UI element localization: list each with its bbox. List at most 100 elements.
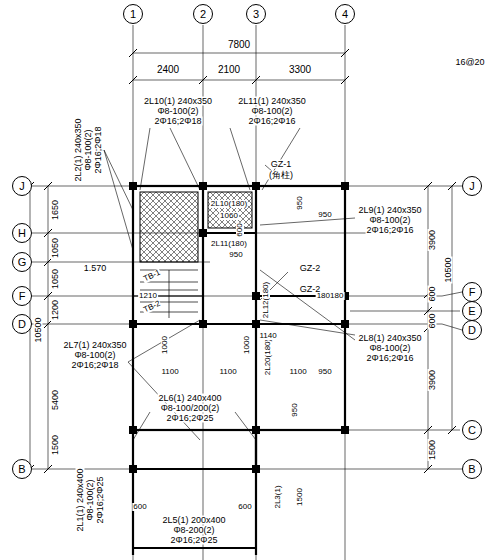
dimension-text: 1100 <box>218 368 237 376</box>
axis-bubble: B <box>12 459 32 479</box>
annotation-label: Φ8-200(2) <box>172 526 215 535</box>
axis-bubble: J <box>462 176 482 196</box>
annotation-label: Φ8-100(2) <box>250 107 293 116</box>
axis-bubble: E <box>462 301 482 321</box>
axis-label: 1 <box>130 9 136 20</box>
dimension-text: 950 <box>317 211 332 219</box>
dimension-text: 1210 <box>138 292 158 300</box>
dimension-text: 950 <box>228 251 243 259</box>
annotation-label: Φ8-100(2) <box>84 128 93 171</box>
annotation-label: 2L11(1) 240x350 <box>237 97 306 106</box>
dimension-text: 950 <box>296 195 304 210</box>
annotation-label: TB-1 <box>142 268 163 283</box>
axis-label: 4 <box>342 9 348 20</box>
annotation-label: 2Φ16;2Φ25 <box>166 414 215 423</box>
dimension-text: 1.570 <box>83 264 108 273</box>
annotation-label: 2L9(1) 240x350 <box>357 206 422 215</box>
axis-label: 3 <box>253 9 259 20</box>
axis-bubble: D <box>12 314 32 334</box>
dimension-text: 600 <box>236 222 244 237</box>
dimension-text: 5400 <box>51 389 60 411</box>
axis-bubble: B <box>462 459 482 479</box>
axis-label: B <box>468 464 475 475</box>
axis-label: B <box>18 464 25 475</box>
axis-label: J <box>469 181 475 192</box>
dimension-text: 1500 <box>296 487 304 507</box>
annotation-label: 2Φ16;2Φ18 <box>71 361 120 370</box>
annotation-label: 2Φ16;2Φ16 <box>366 354 415 363</box>
annotation-label: 2L3(1) <box>274 484 282 509</box>
dimension-text: 3900 <box>428 229 437 251</box>
dimension-text: 950 <box>317 368 332 376</box>
dimension-text: 3900 <box>428 369 437 391</box>
dimension-text: 600 <box>428 312 437 329</box>
dimension-text: 1050 <box>51 237 60 259</box>
axis-label: C <box>468 425 476 436</box>
dimension-text: 10500 <box>444 256 453 283</box>
axis-line <box>32 186 462 187</box>
dimension-text: 1100 <box>160 368 179 376</box>
annotation-label: 2L7(1) 240x350 <box>62 341 127 350</box>
annotation-label: 2L12(180) <box>262 281 270 319</box>
dimension-text: 180180 <box>316 292 345 300</box>
axis-bubble: F <box>12 286 32 306</box>
dimension-text: 2100 <box>217 65 241 75</box>
annotation-label: 2L2(1) 240x350 <box>74 117 83 182</box>
dimension-text: 600 <box>237 503 252 511</box>
axis-bubble: 4 <box>335 4 355 24</box>
dimension-text: 1060 <box>219 212 239 220</box>
dimension-text: 600 <box>428 285 437 302</box>
annotation-label: Φ8-100(2) <box>368 344 411 353</box>
annotation-label: 2Φ16;2Φ25 <box>96 476 105 525</box>
annotation-label: 2Φ16;2Φ18 <box>94 126 103 175</box>
annotation-label: 2L10(1) 240x350 <box>143 97 213 106</box>
dimension-text: 1500 <box>51 434 60 456</box>
axis-label: G <box>18 257 27 268</box>
dimension-text: 600 <box>132 503 147 511</box>
dimension-text: 1140 <box>258 332 277 340</box>
dimension-text: 10500 <box>34 316 43 343</box>
dimension-text: 1000 <box>243 335 251 355</box>
axis-bubble: 2 <box>193 4 213 24</box>
annotation-label: 2L10(180) <box>210 200 248 208</box>
axis-bubble: 3 <box>246 4 266 24</box>
dimension-text: 7800 <box>227 40 251 50</box>
axis-bubble: G <box>12 252 32 272</box>
axis-line <box>32 324 462 330</box>
annotation-label: Φ8-100/200(2) <box>160 404 221 413</box>
dimension-text: 16@20 <box>454 58 485 67</box>
dimension-text: 1100 <box>288 368 307 376</box>
annotation-label: GZ-1 <box>270 160 293 169</box>
annotation-label: 2L5(1) 200x400 <box>161 516 226 525</box>
axis-label: F <box>469 287 476 298</box>
axis-label: E <box>468 306 475 317</box>
annotation-label: Φ8-100(2) <box>368 216 411 225</box>
axis-bubble: H <box>12 223 32 243</box>
axis-bubble: C <box>462 420 482 440</box>
axis-label: D <box>468 325 476 336</box>
axis-label: D <box>18 319 26 330</box>
dimension-text: 1500 <box>428 439 437 461</box>
annotation-label: 2L1(1) 240x400 <box>76 467 85 532</box>
axis-bubble: F <box>462 282 482 302</box>
annotation-label: GZ-2 <box>299 264 322 273</box>
annotation-label: 2L11(180) <box>210 240 248 248</box>
annotation-label: Φ8-100(2) <box>156 107 199 116</box>
axis-label: F <box>19 291 26 302</box>
dimension-text: 1650 <box>51 199 60 221</box>
annotation-label: Φ8-100(2) <box>73 351 116 360</box>
axis-bubble: 1 <box>123 4 143 24</box>
annotation-label: 2Φ16;2Φ16 <box>248 117 297 126</box>
annotation-label: 2Φ16;2Φ25 <box>170 536 219 545</box>
annotation-label: 2Φ16;2Φ16 <box>366 226 415 235</box>
annotation-label: (角柱) <box>268 171 294 180</box>
annotation-label: 2L20(180) <box>264 338 272 376</box>
dimension-text: 3300 <box>288 65 312 75</box>
annotation-label: 2L8(1) 240x350 <box>357 334 422 343</box>
annotation-label: 2Φ16;2Φ18 <box>154 117 203 126</box>
dimension-text: 2400 <box>156 65 180 75</box>
axis-label: J <box>19 181 25 192</box>
